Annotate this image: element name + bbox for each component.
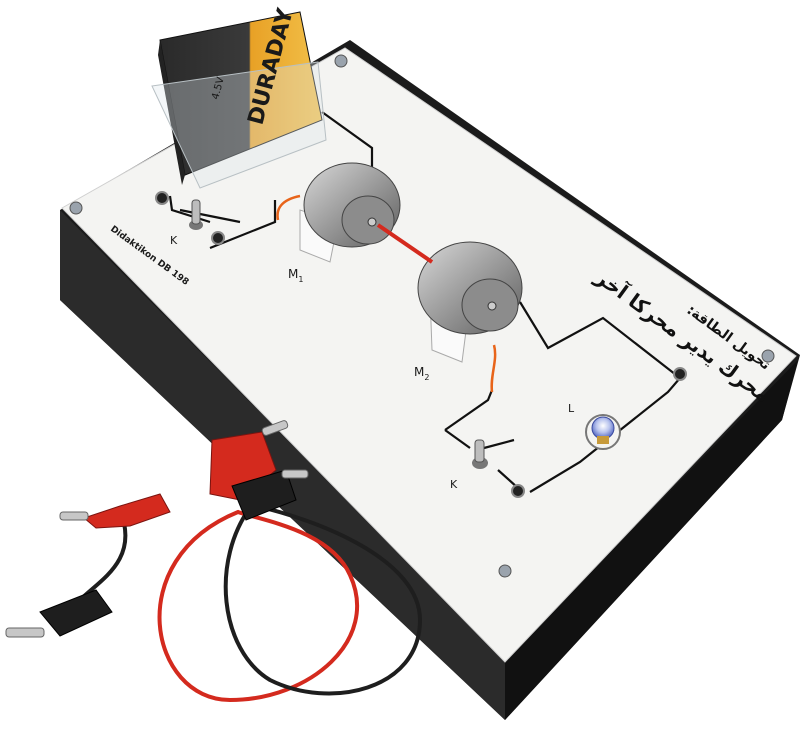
motor-2 [417, 241, 523, 363]
black-banana-plug [5, 469, 309, 638]
lamp-bulb-icon [585, 414, 621, 450]
terminal-socket-icon [155, 191, 687, 498]
switch-1-label: K [170, 234, 178, 247]
motor-1-label: M1 [288, 267, 303, 284]
switch-2-label: K [450, 478, 458, 491]
battery: DURADAY 4.5V [151, 5, 327, 189]
motor-2-label: M2 [414, 365, 429, 382]
lamp-label: L [568, 402, 575, 415]
toggle-switch-icon [189, 199, 488, 469]
motor-leads [276, 194, 497, 393]
coupling-shaft [376, 223, 434, 264]
screw-icon [69, 54, 775, 578]
motor-1 [299, 162, 401, 263]
